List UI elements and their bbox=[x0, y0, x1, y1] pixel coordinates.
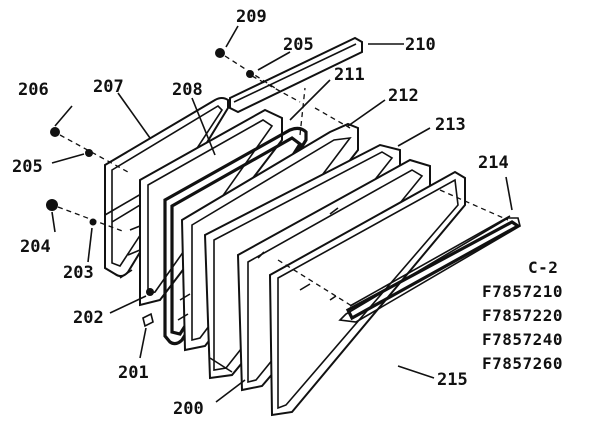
label-202: 202 bbox=[73, 308, 104, 328]
label-214: 214 bbox=[478, 153, 509, 173]
part-215-outer-door-panel bbox=[268, 170, 466, 417]
label-215: 215 bbox=[437, 370, 468, 390]
label-205-top: 205 bbox=[283, 35, 314, 55]
model-number-3: F7857240 bbox=[482, 330, 563, 349]
label-208: 208 bbox=[172, 80, 203, 100]
model-number-4: F7857260 bbox=[482, 354, 563, 373]
leader-lines bbox=[51, 25, 513, 403]
model-number-1: F7857210 bbox=[482, 282, 563, 301]
part-214-door-handle bbox=[338, 215, 522, 323]
label-213: 213 bbox=[435, 115, 466, 135]
label-204: 204 bbox=[20, 237, 51, 257]
part-210-top-trim bbox=[229, 36, 363, 114]
label-206: 206 bbox=[18, 80, 49, 100]
label-205-left: 205 bbox=[12, 157, 43, 177]
label-210: 210 bbox=[405, 35, 436, 55]
section-code: C-2 bbox=[528, 258, 558, 277]
label-201: 201 bbox=[118, 363, 149, 383]
model-number-2: F7857220 bbox=[482, 306, 563, 325]
alignment-dashes bbox=[57, 55, 509, 309]
label-203: 203 bbox=[63, 263, 94, 283]
label-212: 212 bbox=[388, 86, 419, 106]
label-200: 200 bbox=[173, 399, 204, 419]
label-209: 209 bbox=[236, 7, 267, 27]
hardware-screws bbox=[46, 48, 254, 328]
model-list: C-2 F7857210 F7857220 F7857240 F7857260 bbox=[482, 258, 563, 373]
label-211: 211 bbox=[334, 65, 365, 85]
part-number-labels: 209 205 210 207 208 211 212 213 214 206 … bbox=[12, 7, 509, 419]
label-207: 207 bbox=[93, 77, 124, 97]
